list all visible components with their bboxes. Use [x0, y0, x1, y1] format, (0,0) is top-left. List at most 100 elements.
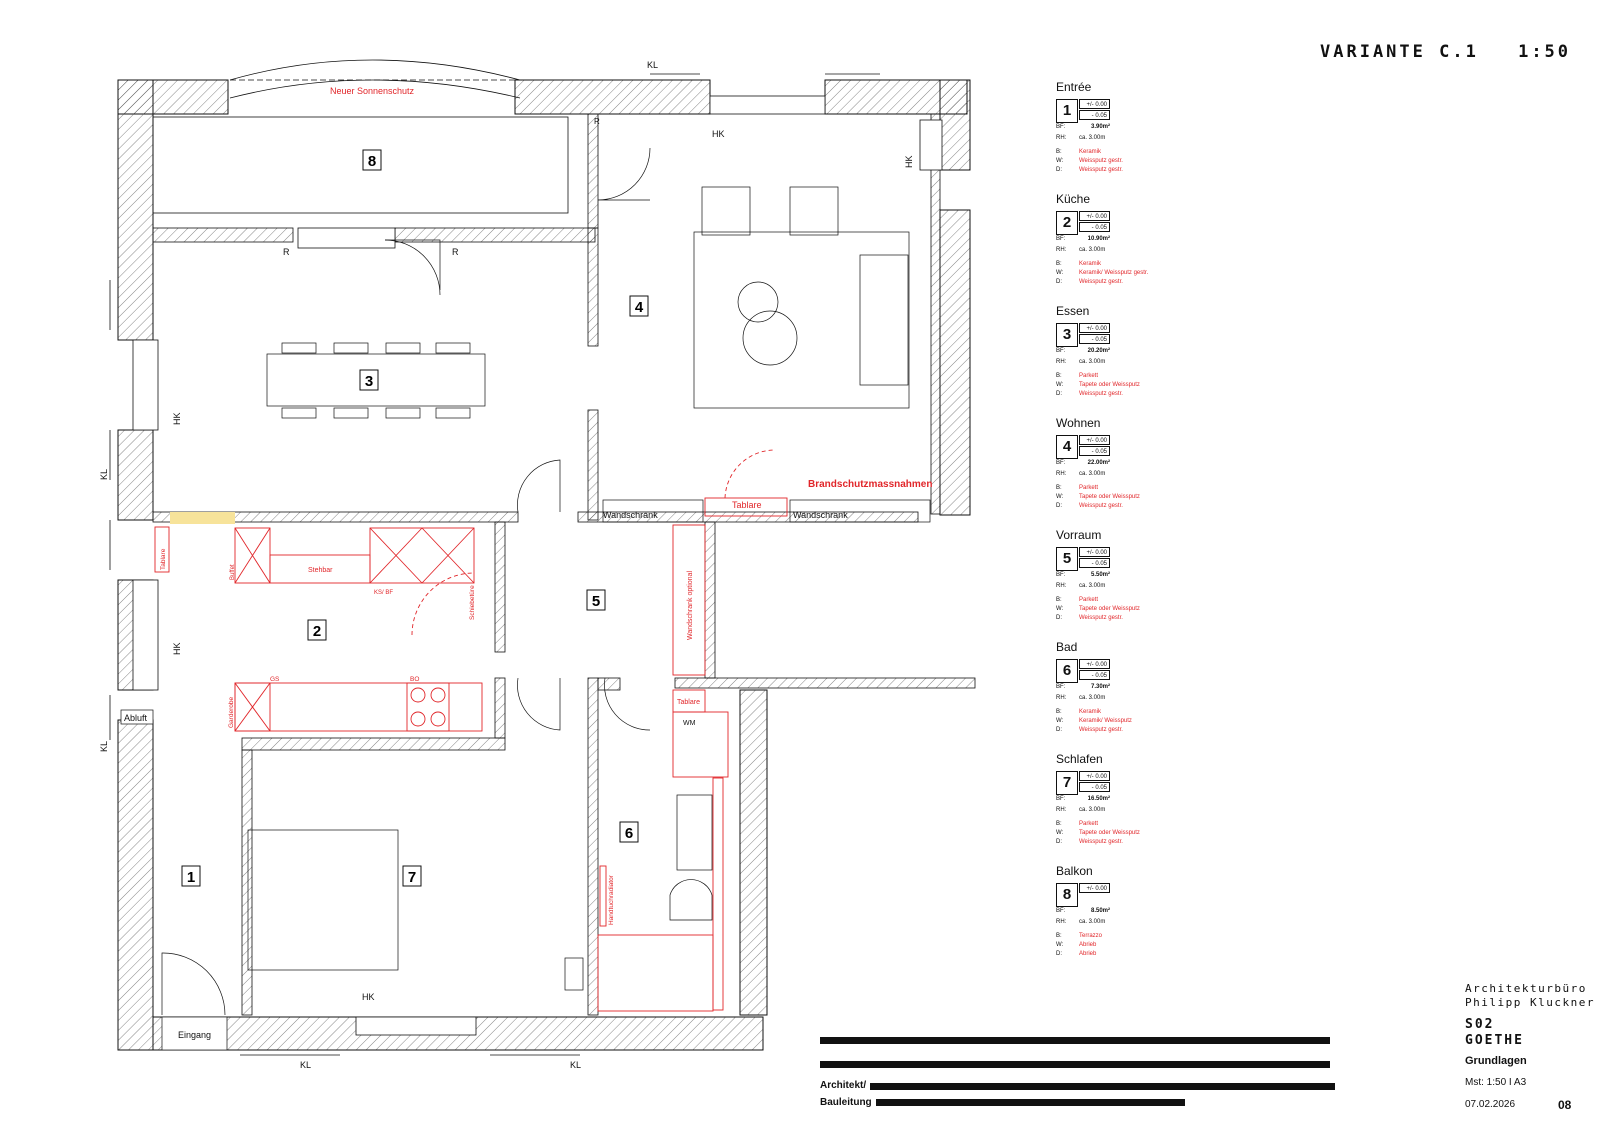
legend-value-b: Parkett — [1079, 821, 1099, 827]
legend-key-d: D: — [1056, 727, 1062, 733]
legend-value-b: Terrazzo — [1079, 933, 1103, 939]
legend-value-b: Parkett — [1079, 373, 1099, 379]
legend-level-2: - 0.05 — [1079, 670, 1110, 680]
legend-key-d: D: — [1056, 839, 1062, 845]
office-line-2: Philipp Kluckner — [1465, 996, 1595, 1009]
legend-key-b: B: — [1056, 485, 1062, 491]
floor-plan: 8 4 3 2 5 6 7 1 KL HK R R R HK HK HK KL … — [99, 59, 976, 1070]
legend-value-rh: ca. 3.00m — [1079, 135, 1106, 141]
interior-walls — [152, 113, 976, 1016]
label-tablare-bad: Tablare — [677, 699, 700, 706]
subtitle: Grundlagen — [1465, 1055, 1527, 1067]
legend-value-bf: 7.30m² — [1090, 684, 1110, 690]
label-gs: GS — [270, 676, 280, 683]
legend-key-rh: RH: — [1056, 583, 1067, 589]
legend-key-bf: BF: — [1056, 796, 1066, 802]
project-code: S02 — [1465, 1017, 1495, 1032]
legend-key-b: B: — [1056, 149, 1062, 155]
room-number-7: 7 — [408, 869, 416, 886]
label-abluft: Abluft — [124, 713, 148, 723]
legend-value-d: Weissputz gestr. — [1079, 391, 1123, 397]
legend-level-1: +/- 0.00 — [1079, 547, 1110, 557]
legend-value-b: Parkett — [1079, 597, 1099, 603]
room-number-4: 4 — [635, 299, 644, 316]
legend-key-bf: BF: — [1056, 684, 1066, 690]
legend-value-d: Weissputz gestr. — [1079, 279, 1123, 285]
legend-room-number: 6 — [1056, 659, 1078, 683]
legend-key-rh: RH: — [1056, 807, 1067, 813]
label-r-left: R — [283, 247, 290, 257]
legend-value-w: Tapete oder Weissputz — [1079, 830, 1140, 836]
legend-level-1: +/- 0.00 — [1079, 435, 1110, 445]
legend-key-w: W: — [1056, 830, 1064, 836]
legend-value-bf: 10.90m² — [1087, 236, 1110, 242]
legend-room-name: Schlafen — [1056, 752, 1103, 766]
legend-key-rh: RH: — [1056, 247, 1067, 253]
sheet-date: 07.02.2026 — [1465, 1099, 1516, 1110]
legend-room-number: 8 — [1056, 883, 1078, 907]
legend-key-bf: BF: — [1056, 236, 1066, 242]
label-hk-wohnen: HK — [904, 155, 914, 168]
label-brandschutz: Brandschutzmassnahmen — [808, 479, 932, 490]
label-hk-top: HK — [712, 129, 725, 139]
legend-value-bf: 3.90m² — [1090, 124, 1110, 130]
label-schiebetuere: Schiebetüre — [469, 585, 476, 620]
legend-room-number: 4 — [1056, 435, 1078, 459]
drawing-title: VARIANTE C.1 1:50 — [1320, 42, 1597, 62]
legend-level-2: - 0.05 — [1079, 334, 1110, 344]
office-name: Architekturbüro Philipp Kluckner — [1465, 982, 1595, 1010]
room-number-3: 3 — [365, 373, 373, 390]
architekt-label: Architekt/ — [820, 1080, 871, 1091]
legend-level-1: +/- 0.00 — [1079, 659, 1110, 669]
legend-key-b: B: — [1056, 933, 1062, 939]
legend-key-w: W: — [1056, 382, 1064, 388]
label-buffet: Buffet — [230, 564, 236, 580]
legend-room-name: Wohnen — [1056, 416, 1101, 430]
legend-value-w: Weissputz gestr. — [1079, 158, 1123, 164]
legend-value-b: Keramik — [1079, 261, 1102, 267]
legend-level-1: +/- 0.00 — [1079, 323, 1110, 333]
legend-key-b: B: — [1056, 709, 1062, 715]
legend-room-number: 7 — [1056, 771, 1078, 795]
legend-value-w: Tapete oder Weissputz — [1079, 382, 1140, 388]
legend-value-bf: 22.00m² — [1087, 460, 1110, 466]
variant-label: VARIANTE C.1 — [1320, 42, 1479, 62]
legend-key-d: D: — [1056, 279, 1062, 285]
room-number-1: 1 — [187, 869, 195, 886]
label-stehbar: Stehbar — [308, 567, 333, 574]
legend-key-rh: RH: — [1056, 359, 1067, 365]
legend-key-rh: RH: — [1056, 919, 1067, 925]
legend-value-rh: ca. 3.00m — [1079, 247, 1106, 253]
label-kl-bottom-left: KL — [300, 1060, 311, 1070]
bauleitung-label: Bauleitung — [820, 1097, 876, 1108]
label-hk-kueche: HK — [172, 642, 182, 655]
legend-level-2: - 0.05 — [1079, 446, 1110, 456]
office-line-1: Architekturbüro — [1465, 982, 1587, 995]
doors — [161, 147, 651, 1016]
legend-key-rh: RH: — [1056, 471, 1067, 477]
legend-key-w: W: — [1056, 718, 1064, 724]
legend-value-b: Keramik — [1079, 149, 1102, 155]
legend-level-1: +/- 0.00 — [1079, 99, 1110, 109]
legend-level-2: - 0.05 — [1079, 222, 1110, 232]
new-elements — [154, 449, 788, 1012]
page-number: 08 — [1558, 1098, 1572, 1112]
legend-key-d: D: — [1056, 503, 1062, 509]
legend-level-1: +/- 0.00 — [1079, 771, 1110, 781]
legend-value-bf: 5.50m² — [1090, 572, 1110, 578]
legend-key-b: B: — [1056, 597, 1062, 603]
legend-room-name: Küche — [1056, 192, 1091, 206]
room-number-2: 2 — [313, 623, 321, 640]
label-r-right: R — [452, 247, 459, 257]
legend-value-w: Tapete oder Weissputz — [1079, 606, 1140, 612]
label-kl-top: KL — [647, 60, 658, 70]
legend-room-name: Balkon — [1056, 864, 1093, 878]
label-tablare-kueche: Tablare — [160, 548, 167, 570]
legend-key-w: W: — [1056, 158, 1064, 164]
